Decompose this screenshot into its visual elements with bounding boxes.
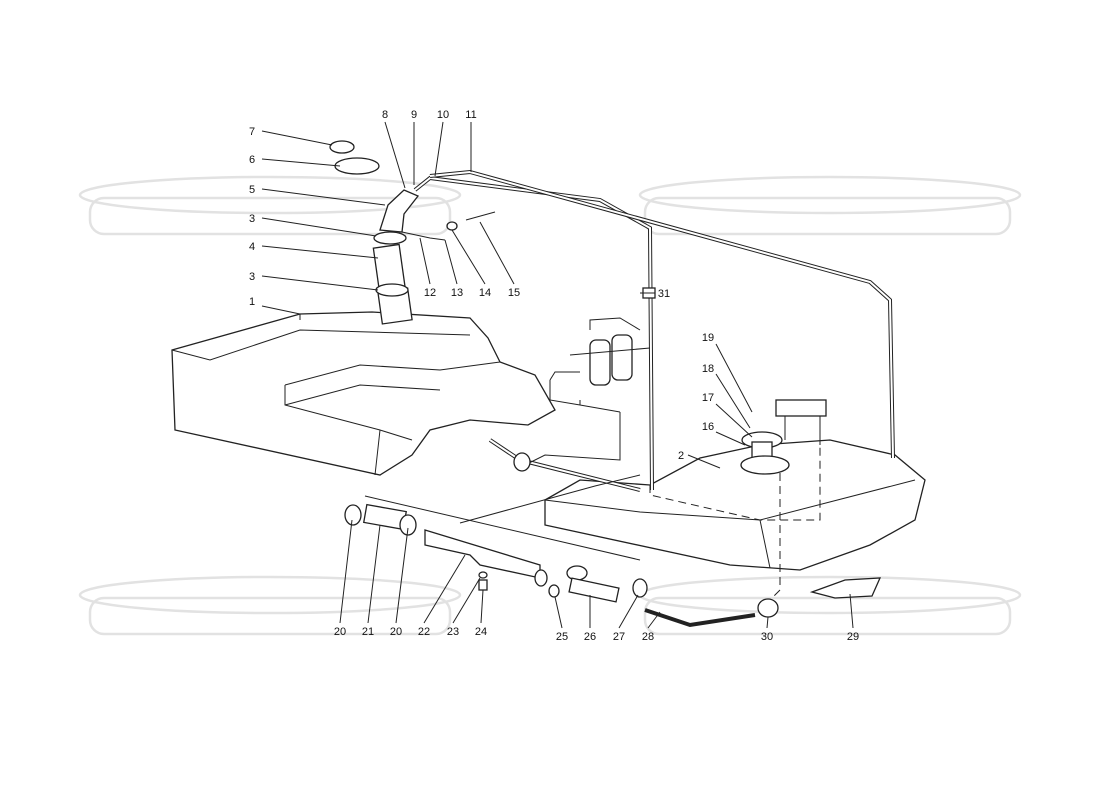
- callout-7: 7: [249, 126, 255, 138]
- callout-4: 4: [249, 241, 255, 253]
- callout-23: 23: [447, 626, 459, 638]
- callout-20: 20: [390, 626, 402, 638]
- callout-31: 31: [658, 288, 670, 300]
- leader-lines: [261, 121, 854, 629]
- callout-8: 8: [382, 109, 388, 121]
- callout-5: 5: [249, 184, 255, 196]
- filler-neck-assembly: [329, 140, 496, 325]
- callout-21: 21: [362, 626, 374, 638]
- callout-11: 11: [465, 109, 476, 121]
- callout-10: 10: [437, 109, 449, 121]
- callout-28: 28: [642, 631, 654, 643]
- callout-18: 18: [702, 363, 714, 375]
- callout-9: 9: [411, 109, 417, 121]
- left-fuel-tank: [171, 311, 556, 476]
- fuel-gauge-sender: [740, 399, 827, 475]
- callout-15: 15: [508, 287, 520, 299]
- callout-labels: 1 2 3 3 4 5 6 7 8 9 10 11 12 13 14 15 16…: [249, 109, 859, 643]
- watermark-logo: [78, 575, 462, 636]
- callout-24: 24: [475, 626, 487, 638]
- right-fuel-tank: [544, 439, 926, 571]
- callout-17: 17: [702, 392, 714, 404]
- callout-19: 19: [702, 332, 714, 344]
- callout-1: 1: [249, 296, 255, 308]
- callout-22: 22: [418, 626, 430, 638]
- callout-16: 16: [702, 421, 714, 433]
- watermark-group: [78, 175, 1022, 636]
- callout-13: 13: [451, 287, 463, 299]
- callout-26: 26: [584, 631, 596, 643]
- callout-30: 30: [761, 631, 773, 643]
- callout-14: 14: [479, 287, 491, 299]
- callout-3: 3: [249, 271, 255, 283]
- callout-25: 25: [556, 631, 568, 643]
- lower-parts: [344, 474, 882, 628]
- callout-20: 20: [334, 626, 346, 638]
- watermark-logo: [638, 175, 1022, 236]
- callout-12: 12: [424, 287, 436, 299]
- callout-6: 6: [249, 154, 255, 166]
- callout-3: 3: [249, 213, 255, 225]
- watermark-logo: [78, 175, 462, 236]
- callout-27: 27: [613, 631, 625, 643]
- fuel-pumps: [513, 317, 651, 472]
- callout-2: 2: [678, 450, 684, 462]
- callout-29: 29: [847, 631, 859, 643]
